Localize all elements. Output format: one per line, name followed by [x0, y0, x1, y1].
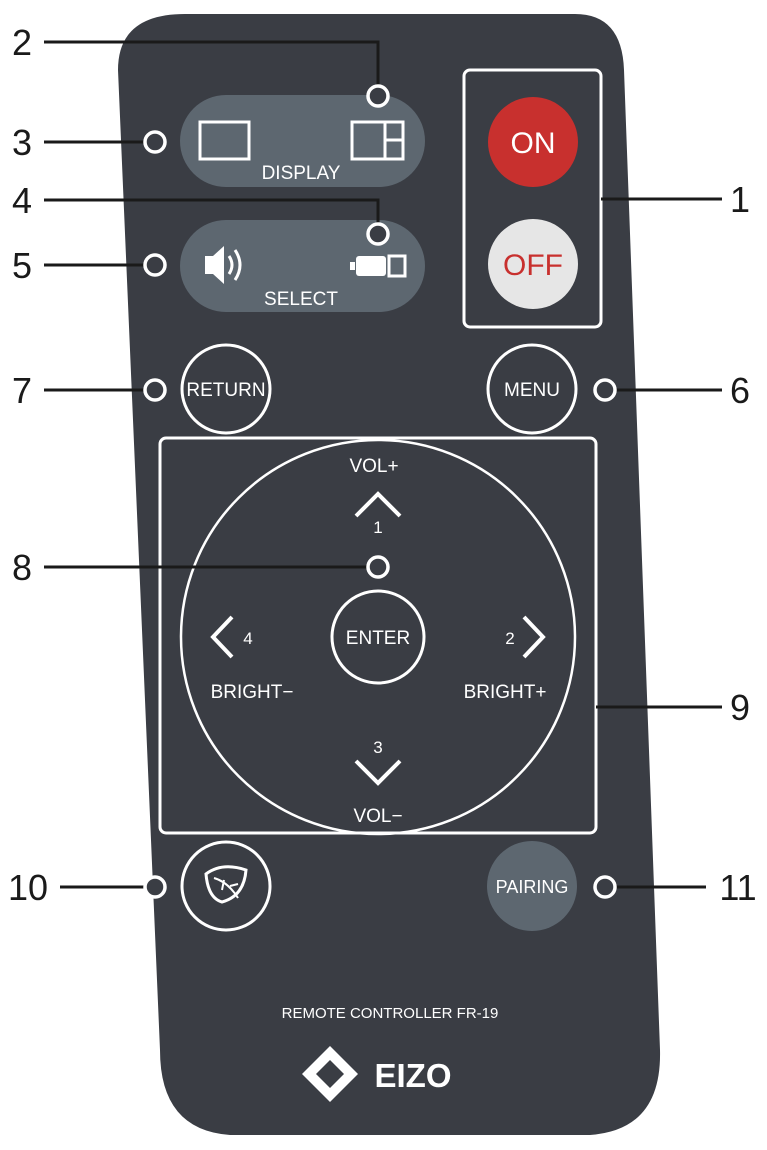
pairing-label: PAIRING [496, 877, 569, 897]
callout-4: 4 [12, 180, 32, 221]
leader-2 [44, 40, 380, 96]
leader-dot-8 [366, 555, 390, 579]
leaf-icon [204, 865, 248, 904]
leader-dot-10 [143, 875, 167, 899]
vol-down-label: VOL− [353, 806, 402, 827]
split-screen-icon [350, 120, 405, 161]
display-button[interactable]: DISPLAY [180, 95, 425, 187]
callout-11: 11 [719, 867, 756, 908]
arrow-left-icon [210, 615, 234, 659]
bright-down-button[interactable]: 4 BRIGHT− [210, 615, 294, 703]
single-screen-icon [198, 120, 251, 161]
vol-up-label: VOL+ [349, 456, 398, 477]
bright-down-num: 4 [243, 629, 252, 648]
off-label: OFF [503, 249, 563, 282]
callout-9: 9 [730, 687, 750, 728]
model-label: REMOTE CONTROLLER FR-19 [282, 1005, 499, 1022]
callout-1: 1 [730, 179, 750, 220]
display-label: DISPLAY [262, 163, 341, 184]
speaker-icon [205, 246, 242, 284]
off-button[interactable]: OFF [488, 219, 578, 309]
arrow-right-icon [522, 615, 546, 659]
on-button[interactable]: ON [488, 97, 578, 187]
vol-up-button[interactable]: VOL+ 1 [349, 456, 402, 537]
display-pill [180, 95, 425, 187]
select-pill [180, 220, 425, 312]
eco-button[interactable] [180, 840, 272, 932]
bright-up-num: 2 [505, 629, 514, 648]
leader-dot-11 [593, 875, 617, 899]
leader-dot-4 [366, 222, 390, 246]
return-label: RETURN [186, 380, 265, 401]
vol-down-num: 3 [373, 738, 382, 757]
callout-numbers: 2 3 4 5 1 7 6 8 9 10 11 [8, 22, 757, 908]
pairing-button[interactable]: PAIRING [487, 841, 577, 931]
bright-down-label: BRIGHT− [211, 682, 294, 703]
callout-6: 6 [730, 370, 750, 411]
bright-up-button[interactable]: 2 BRIGHT+ [464, 615, 547, 703]
leader-dot-5 [143, 253, 167, 277]
camera-icon [350, 254, 407, 278]
callout-leaders [44, 40, 722, 899]
callout-2: 2 [12, 22, 32, 63]
leader-dot-7 [143, 378, 167, 402]
arrow-down-icon [354, 759, 402, 786]
leader-dot-2 [366, 84, 390, 108]
arrow-up-icon [354, 491, 402, 518]
menu-button[interactable]: MENU [486, 343, 578, 435]
enter-label: ENTER [346, 628, 410, 649]
on-label: ON [511, 127, 556, 160]
leader-dot-3 [143, 130, 167, 154]
brand-label: EIZO [374, 1057, 451, 1094]
select-label: SELECT [264, 289, 338, 310]
vol-up-num: 1 [373, 518, 382, 537]
callout-10: 10 [8, 867, 48, 908]
enter-button[interactable]: ENTER [330, 589, 426, 685]
eizo-logo-mark [302, 1046, 358, 1102]
callout-3: 3 [12, 122, 32, 163]
dpad-ring [179, 438, 577, 836]
callout-8: 8 [12, 547, 32, 588]
return-button[interactable]: RETURN [180, 343, 272, 435]
leader-dot-6 [593, 378, 617, 402]
bright-up-label: BRIGHT+ [464, 682, 547, 703]
vol-down-button[interactable]: 3 VOL− [353, 738, 402, 827]
menu-label: MENU [504, 380, 560, 401]
callout-7: 7 [12, 370, 32, 411]
select-button[interactable]: SELECT [180, 220, 425, 312]
callout-5: 5 [12, 245, 32, 286]
